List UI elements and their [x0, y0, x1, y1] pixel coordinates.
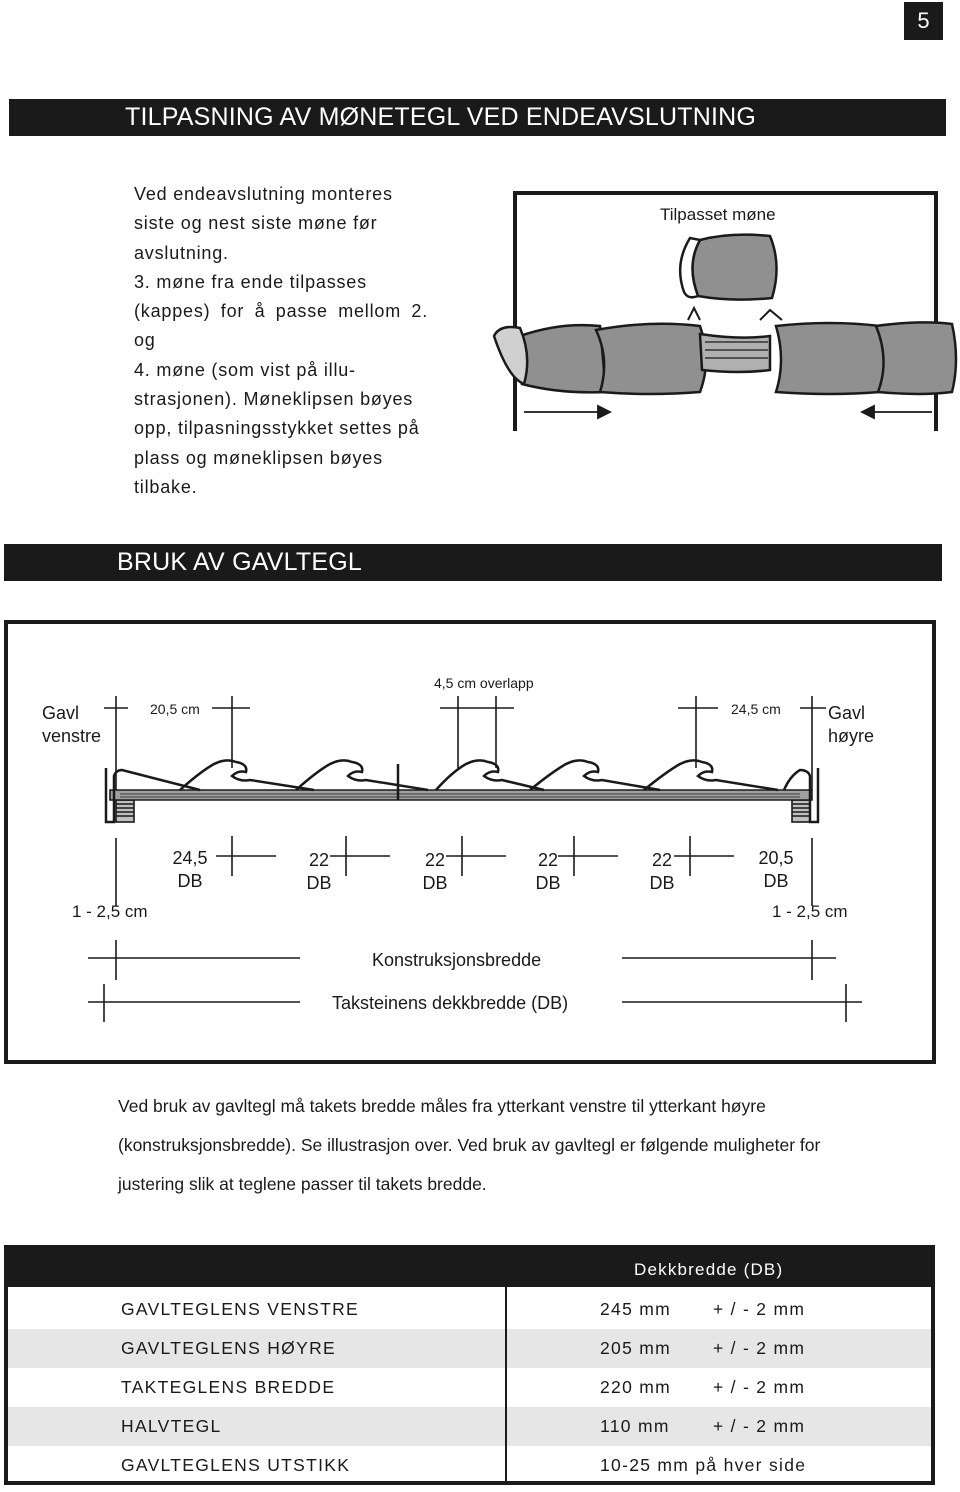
table-row: TAKTEGLENS BREDDE 220 mm + / - 2 mm — [8, 1368, 931, 1407]
text-line: opp, tilpasningsstykket settes på — [134, 418, 420, 439]
text-line: strasjonen). Møneklipsen bøyes — [134, 389, 414, 410]
row-name: GAVLTEGLENS UTSTIKK — [121, 1455, 351, 1475]
left-gap-label: 1 - 2,5 cm — [72, 902, 148, 921]
row-name: HALVTEGL — [121, 1416, 222, 1436]
db-label: 22 DB — [300, 849, 338, 895]
ridge-row — [492, 305, 958, 396]
table-column-divider — [505, 1287, 507, 1485]
gable-diagram-frame — [4, 620, 936, 1064]
db-value: 22 — [424, 850, 446, 870]
db-value: 24,5 — [172, 848, 208, 868]
ridge-figure-label: Tilpasset møne — [660, 205, 776, 224]
section-title-gable-text: BRUK AV GAVLTEGL — [117, 548, 362, 576]
db-value: 22 — [537, 850, 559, 870]
row-value: 110 mm — [600, 1416, 670, 1436]
table-row: GAVLTEGLENS UTSTIKK 10-25 mm på hver sid… — [8, 1446, 931, 1485]
text-line: (konstruksjonsbredde). Se illustrasjon o… — [118, 1135, 821, 1155]
db-label: 22 DB — [529, 849, 567, 895]
db-unit: DB — [177, 871, 203, 891]
construction-width-label: Konstruksjonsbredde — [372, 950, 542, 970]
text-line: Ved bruk av gavltegl må takets bredde må… — [118, 1096, 766, 1116]
row-tolerance: + / - 2 mm — [713, 1299, 806, 1319]
db-value: 22 — [651, 850, 673, 870]
table-row: GAVLTEGLENS VENSTRE 245 mm + / - 2 mm — [8, 1290, 931, 1329]
text-line: (kappes) for å passe mellom 2. og — [134, 301, 428, 351]
left-dimension-label: 20,5 cm — [150, 701, 200, 717]
section-title-ridge-text: TILPASNING AV MØNETEGL VED ENDEAVSLUTNIN… — [125, 103, 757, 131]
row-tolerance: + / - 2 mm — [713, 1377, 806, 1397]
row-value: 245 mm — [600, 1299, 672, 1319]
left-gable-label-line: Gavl — [42, 703, 80, 723]
db-unit: DB — [422, 873, 448, 893]
db-unit: DB — [306, 873, 332, 893]
text-line: tilbake. — [134, 476, 198, 497]
right-gable-label-line: Gavl — [828, 703, 866, 723]
section-title-ridge: TILPASNING AV MØNETEGL VED ENDEAVSLUTNIN… — [9, 99, 946, 136]
page-number: 5 — [904, 2, 943, 40]
row-name: GAVLTEGLENS HØYRE — [121, 1338, 336, 1358]
row-name: GAVLTEGLENS VENSTRE — [121, 1299, 359, 1319]
gable-instructions: Ved bruk av gavltegl må takets bredde må… — [118, 1087, 918, 1204]
cover-width-table: Dekkbredde (DB) GAVLTEGLENS VENSTRE 245 … — [4, 1245, 935, 1485]
text-line: justering slik at teglene passer til tak… — [118, 1174, 487, 1194]
cover-width-label: Taksteinens dekkbredde (DB) — [332, 993, 569, 1013]
ridge-tile-illustration — [492, 233, 958, 420]
db-label: 20,5 DB — [755, 847, 797, 893]
text-line: avslutning. — [134, 242, 229, 263]
db-unit: DB — [649, 873, 675, 893]
row-tolerance: + / - 2 mm — [713, 1338, 806, 1358]
db-value: 22 — [308, 850, 330, 870]
db-value: 20,5 — [758, 848, 794, 868]
fitted-ridge-piece — [678, 233, 778, 301]
ridge-figure-frame — [513, 191, 938, 431]
ridge-instructions: Ved endeavslutning monteres siste og nes… — [134, 180, 428, 502]
db-label: 24,5 DB — [171, 847, 209, 893]
right-dimension-label: 24,5 cm — [731, 701, 781, 717]
row-value: 220 mm — [600, 1377, 672, 1397]
table-row: HALVTEGL 110 mm + / - 2 mm — [8, 1407, 931, 1446]
db-label: 22 DB — [643, 849, 681, 895]
row-value: 205 mm — [600, 1338, 672, 1358]
right-gable-label-line: høyre — [828, 726, 875, 746]
right-gap-label: 1 - 2,5 cm — [772, 902, 848, 921]
table-header: Dekkbredde (DB) — [8, 1249, 931, 1287]
row-name: TAKTEGLENS BREDDE — [121, 1377, 336, 1397]
gable-tile-diagram — [88, 696, 862, 1022]
text-line: Ved endeavslutning monteres — [134, 184, 393, 204]
row-tolerance: + / - 2 mm — [713, 1416, 806, 1436]
db-label: 22 DB — [416, 849, 454, 895]
table-header-label: Dekkbredde (DB) — [634, 1260, 784, 1279]
left-gable-label: Gavl venstre — [42, 702, 101, 748]
text-line: 4. møne (som vist på illu- — [134, 359, 356, 380]
text-line: 3. møne fra ende tilpasses — [134, 271, 367, 292]
row-value: 10-25 mm på hver side — [600, 1455, 807, 1475]
text-line: siste og nest siste møne før — [134, 213, 378, 234]
text-line: plass og møneklipsen bøyes — [134, 447, 383, 468]
push-arrows — [524, 404, 932, 420]
section-title-gable: BRUK AV GAVLTEGL — [4, 544, 942, 581]
db-unit: DB — [763, 871, 789, 891]
overlap-label: 4,5 cm overlapp — [434, 675, 534, 691]
db-unit: DB — [535, 873, 561, 893]
table-row: GAVLTEGLENS HØYRE 205 mm + / - 2 mm — [8, 1329, 931, 1368]
right-gable-label: Gavl høyre — [828, 702, 874, 748]
left-gable-label-line: venstre — [42, 726, 102, 746]
